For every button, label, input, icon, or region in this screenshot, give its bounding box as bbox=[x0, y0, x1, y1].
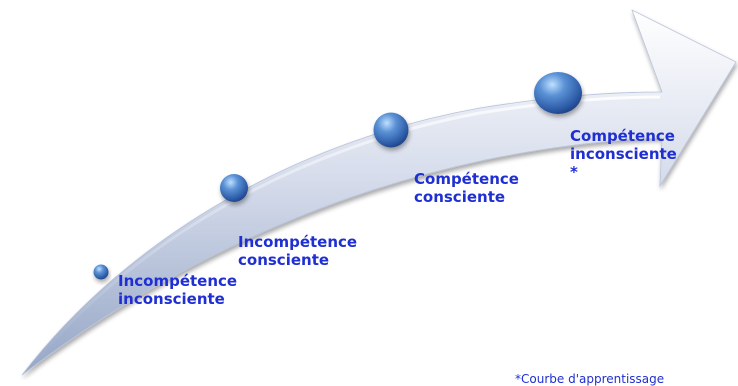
bead-stage-3 bbox=[373, 112, 409, 148]
bead-stage-1 bbox=[93, 264, 109, 280]
stage-2-line-2: consciente bbox=[238, 251, 330, 269]
bead-stage-2 bbox=[220, 174, 248, 202]
stage-4-line-1: Compétence bbox=[570, 127, 675, 145]
footnote: *Courbe d'apprentissage bbox=[515, 372, 665, 386]
stage-label-conscious-incompetence: Incompétence consciente bbox=[238, 233, 357, 269]
stage-label-unconscious-competence: Compétence inconsciente * bbox=[570, 127, 677, 181]
stage-2-line-1: Incompétence bbox=[238, 233, 358, 251]
stage-3-line-2: consciente bbox=[414, 188, 506, 206]
stage-4-asterisk: * bbox=[570, 163, 578, 181]
stage-label-unconscious-incompetence: Incompétence inconsciente bbox=[118, 272, 237, 308]
stage-label-conscious-competence: Compétence consciente bbox=[414, 170, 519, 206]
curved-arrow bbox=[21, 9, 737, 376]
stage-3-line-1: Compétence bbox=[414, 170, 519, 188]
bead-stage-4 bbox=[534, 72, 582, 114]
stage-1-line-2: inconsciente bbox=[118, 290, 225, 308]
stage-4-line-2: inconsciente bbox=[570, 145, 677, 163]
stage-1-line-1: Incompétence bbox=[118, 272, 238, 290]
